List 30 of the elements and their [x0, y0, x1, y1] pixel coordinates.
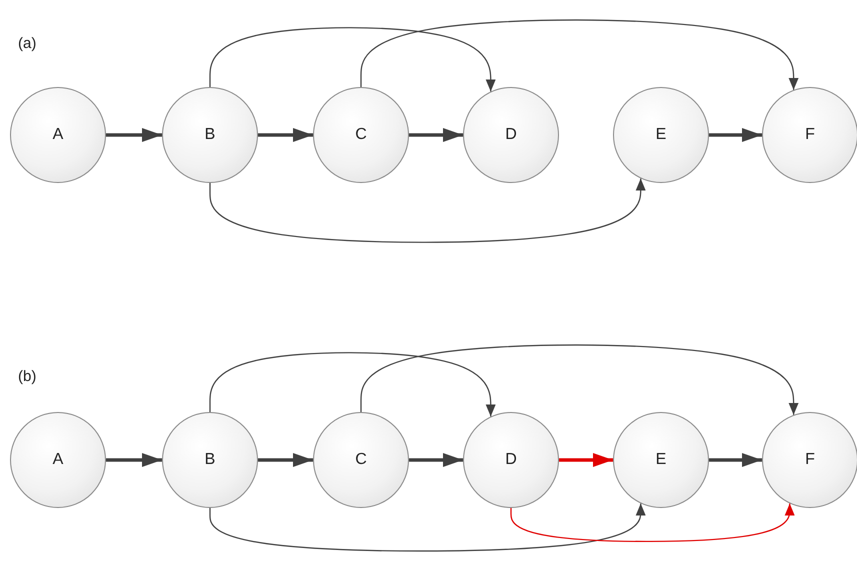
arrow: [409, 453, 463, 467]
arrow: [409, 128, 463, 142]
node-label: E: [656, 126, 666, 144]
arrow: [209, 504, 646, 552]
arrow: [209, 178, 646, 243]
panel-label: (b): [18, 368, 36, 385]
arrow: [209, 27, 496, 92]
node-label: B: [204, 451, 216, 469]
node-label: D: [505, 451, 517, 469]
arrow: [360, 344, 799, 415]
arrow: [559, 453, 613, 467]
arrow: [106, 453, 162, 467]
panel-label: (a): [18, 35, 36, 52]
arrow: [709, 453, 762, 467]
node-label: B: [204, 126, 216, 144]
arrow: [106, 128, 162, 142]
arrow: [209, 352, 496, 416]
node-label: F: [805, 451, 815, 469]
node-label: F: [805, 126, 815, 144]
node-label: A: [52, 451, 64, 469]
node-label: C: [355, 451, 367, 469]
arrow: [709, 128, 762, 142]
arrow: [360, 19, 799, 90]
arrow: [258, 453, 313, 467]
node-label: A: [52, 126, 64, 144]
arrow: [258, 128, 313, 142]
node-label: C: [355, 126, 367, 144]
node-label: E: [656, 451, 666, 469]
arrow: [510, 504, 795, 542]
node-label: D: [505, 126, 517, 144]
